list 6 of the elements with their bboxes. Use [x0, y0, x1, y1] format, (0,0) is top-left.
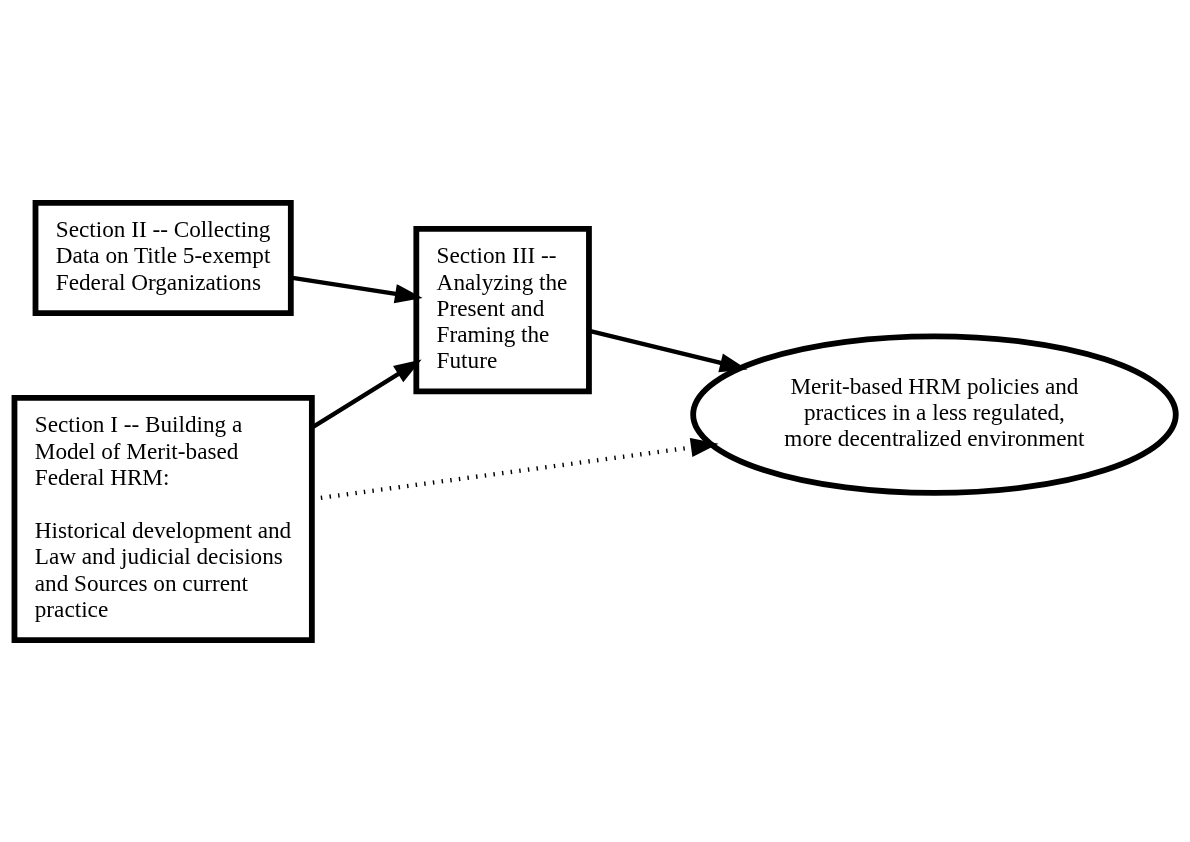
arrow	[588, 328, 748, 372]
arrow	[311, 359, 422, 429]
node-box: Section II -- Collecting Data on Title 5-exempt Federal Organizations	[32, 199, 294, 316]
node-box: Section III -- Analyzing the Present and Framing the Future	[413, 225, 592, 394]
arrow	[290, 274, 423, 303]
node-box: Section I -- Building a Model of Merit-based Federal HRM: Historical development and Law and judicial decisions and Sources on current practice	[11, 394, 315, 643]
